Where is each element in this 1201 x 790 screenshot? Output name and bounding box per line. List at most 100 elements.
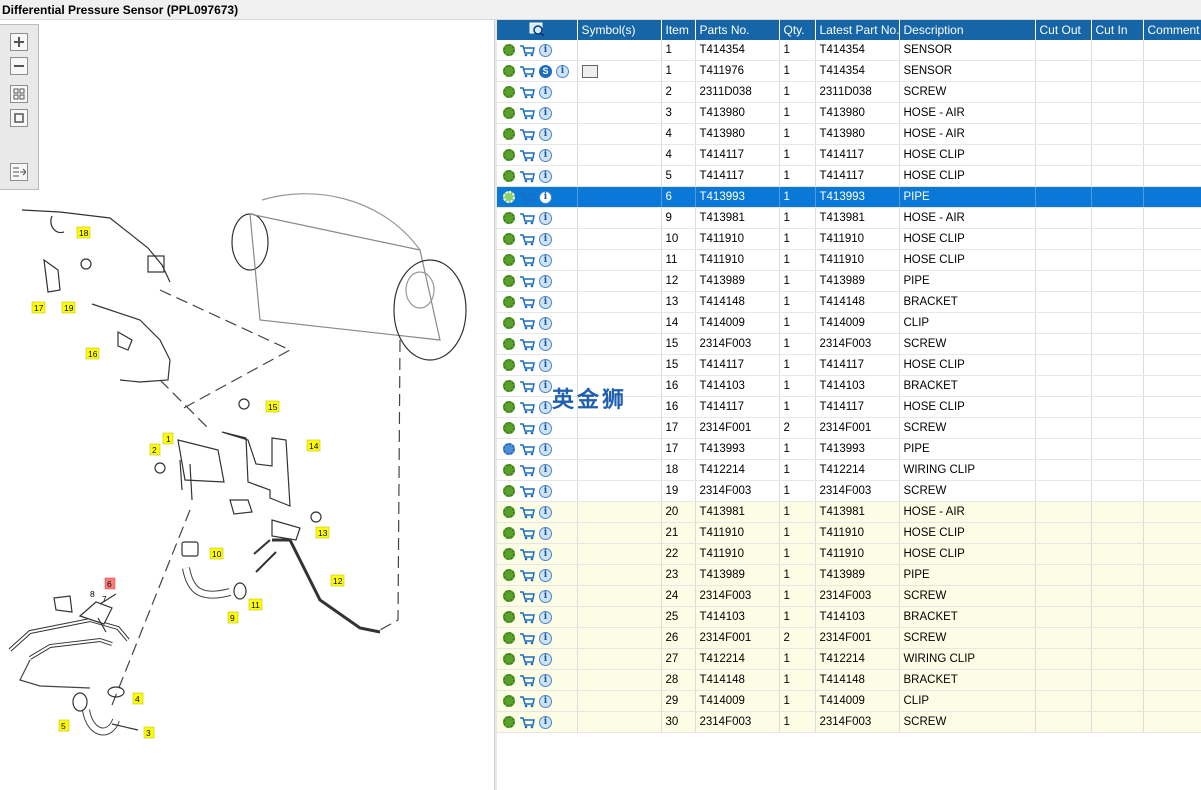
info-icon[interactable]: i <box>539 505 552 519</box>
gear-icon[interactable] <box>503 233 515 245</box>
info-icon[interactable]: i <box>539 400 552 414</box>
cart-icon[interactable] <box>519 716 535 729</box>
gear-icon[interactable] <box>503 506 515 518</box>
header-latest-part-no[interactable]: Latest Part No. <box>815 20 900 40</box>
gear-icon[interactable] <box>503 464 515 476</box>
fit-view-button[interactable] <box>10 85 28 103</box>
info-icon[interactable]: i <box>539 211 552 225</box>
info-icon[interactable]: i <box>539 547 552 561</box>
callout-3[interactable]: 3 <box>143 726 155 739</box>
header-item[interactable]: Item <box>661 20 696 40</box>
zoom-in-button[interactable] <box>10 33 28 51</box>
callout-9[interactable]: 9 <box>227 611 239 624</box>
cart-icon[interactable] <box>519 65 535 78</box>
gear-icon[interactable] <box>503 338 515 350</box>
cart-icon[interactable] <box>519 128 535 141</box>
cart-icon[interactable] <box>519 170 535 183</box>
gear-icon[interactable] <box>503 65 515 77</box>
info-icon[interactable]: i <box>539 421 552 435</box>
info-icon[interactable]: i <box>539 127 552 141</box>
cart-icon[interactable] <box>519 296 535 309</box>
header-description[interactable]: Description <box>899 20 1036 40</box>
info-icon[interactable]: i <box>539 169 552 183</box>
gear-icon[interactable] <box>503 590 515 602</box>
info-icon[interactable]: i <box>539 316 552 330</box>
cart-icon[interactable] <box>519 569 535 582</box>
header-actions[interactable] <box>497 20 578 40</box>
callout-7[interactable]: 7 <box>102 594 107 604</box>
info-icon[interactable]: i <box>539 274 552 288</box>
cart-icon[interactable] <box>519 422 535 435</box>
info-icon[interactable]: i <box>539 379 552 393</box>
symbol-view-icon[interactable] <box>581 64 598 78</box>
info-icon[interactable]: i <box>539 526 552 540</box>
header-comment[interactable]: Comment <box>1143 20 1201 40</box>
cart-icon[interactable] <box>519 674 535 687</box>
info-icon[interactable]: i <box>539 694 552 708</box>
gear-icon[interactable] <box>503 569 515 581</box>
gear-icon[interactable] <box>503 716 515 728</box>
cart-icon[interactable] <box>519 275 535 288</box>
info-icon[interactable]: i <box>539 610 552 624</box>
gear-icon[interactable] <box>503 254 515 266</box>
header-parts-no[interactable]: Parts No. <box>695 20 780 40</box>
info-icon[interactable]: i <box>539 358 552 372</box>
cart-icon[interactable] <box>519 548 535 561</box>
info-icon[interactable]: i <box>539 484 552 498</box>
gear-icon[interactable] <box>503 695 515 707</box>
gear-icon[interactable] <box>503 485 515 497</box>
info-icon[interactable]: i <box>539 463 552 477</box>
gear-icon[interactable] <box>503 380 515 392</box>
info-icon[interactable]: i <box>539 253 552 267</box>
header-cut-out[interactable]: Cut Out <box>1035 20 1092 40</box>
gear-icon[interactable] <box>503 527 515 539</box>
info-icon[interactable]: i <box>539 652 552 666</box>
cart-icon[interactable] <box>519 338 535 351</box>
gear-icon[interactable] <box>503 149 515 161</box>
cart-icon[interactable] <box>519 464 535 477</box>
cart-icon[interactable] <box>519 254 535 267</box>
info-icon[interactable]: i <box>539 568 552 582</box>
gear-icon[interactable] <box>503 653 515 665</box>
gear-icon[interactable] <box>503 191 515 203</box>
cart-icon[interactable] <box>519 380 535 393</box>
header-symbols[interactable]: Symbol(s) <box>577 20 662 40</box>
header-cut-in[interactable]: Cut In <box>1091 20 1144 40</box>
gear-icon[interactable] <box>503 611 515 623</box>
info-icon[interactable]: i <box>539 589 552 603</box>
cart-icon[interactable] <box>519 653 535 666</box>
cart-icon[interactable] <box>519 590 535 603</box>
info-icon[interactable]: i <box>539 337 552 351</box>
cart-icon[interactable] <box>519 401 535 414</box>
info-icon[interactable]: i <box>539 442 552 456</box>
frame-button[interactable] <box>10 109 28 127</box>
callout-16[interactable]: 16 <box>85 347 100 360</box>
gear-icon[interactable] <box>503 548 515 560</box>
zoom-out-button[interactable] <box>10 57 28 75</box>
gear-icon[interactable] <box>503 107 515 119</box>
